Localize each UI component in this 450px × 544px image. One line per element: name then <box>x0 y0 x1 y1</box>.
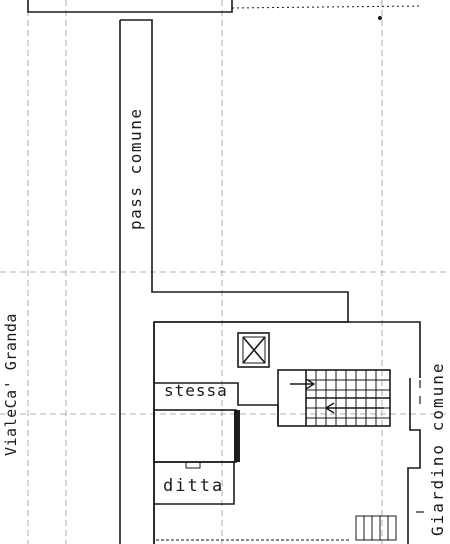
top-dotted-edge <box>231 5 421 9</box>
lift-cross <box>242 336 266 364</box>
stair-treads <box>306 370 390 426</box>
lift-inner <box>242 336 266 364</box>
thick-wall <box>234 410 240 462</box>
lower-stair <box>355 515 397 541</box>
side-marks <box>416 380 424 513</box>
building-outline <box>153 321 421 544</box>
common-passage-label: pass comune <box>126 107 145 230</box>
stair-arrow-up <box>290 378 316 390</box>
company-label: ditta <box>163 476 225 496</box>
top-boundary <box>27 0 233 13</box>
dot-mark <box>378 16 382 20</box>
same-owner-label: stessa <box>164 381 228 400</box>
lower-stair-treads <box>363 516 389 540</box>
door-mark <box>185 461 201 469</box>
building-right-wall <box>407 378 421 544</box>
room-box-lower <box>153 409 237 463</box>
street-label: VialeCa' Granda <box>2 313 20 456</box>
common-garden-label: Giardino comune <box>428 361 447 537</box>
stair-arrow-down <box>324 402 384 414</box>
lift-shaft <box>237 332 270 368</box>
